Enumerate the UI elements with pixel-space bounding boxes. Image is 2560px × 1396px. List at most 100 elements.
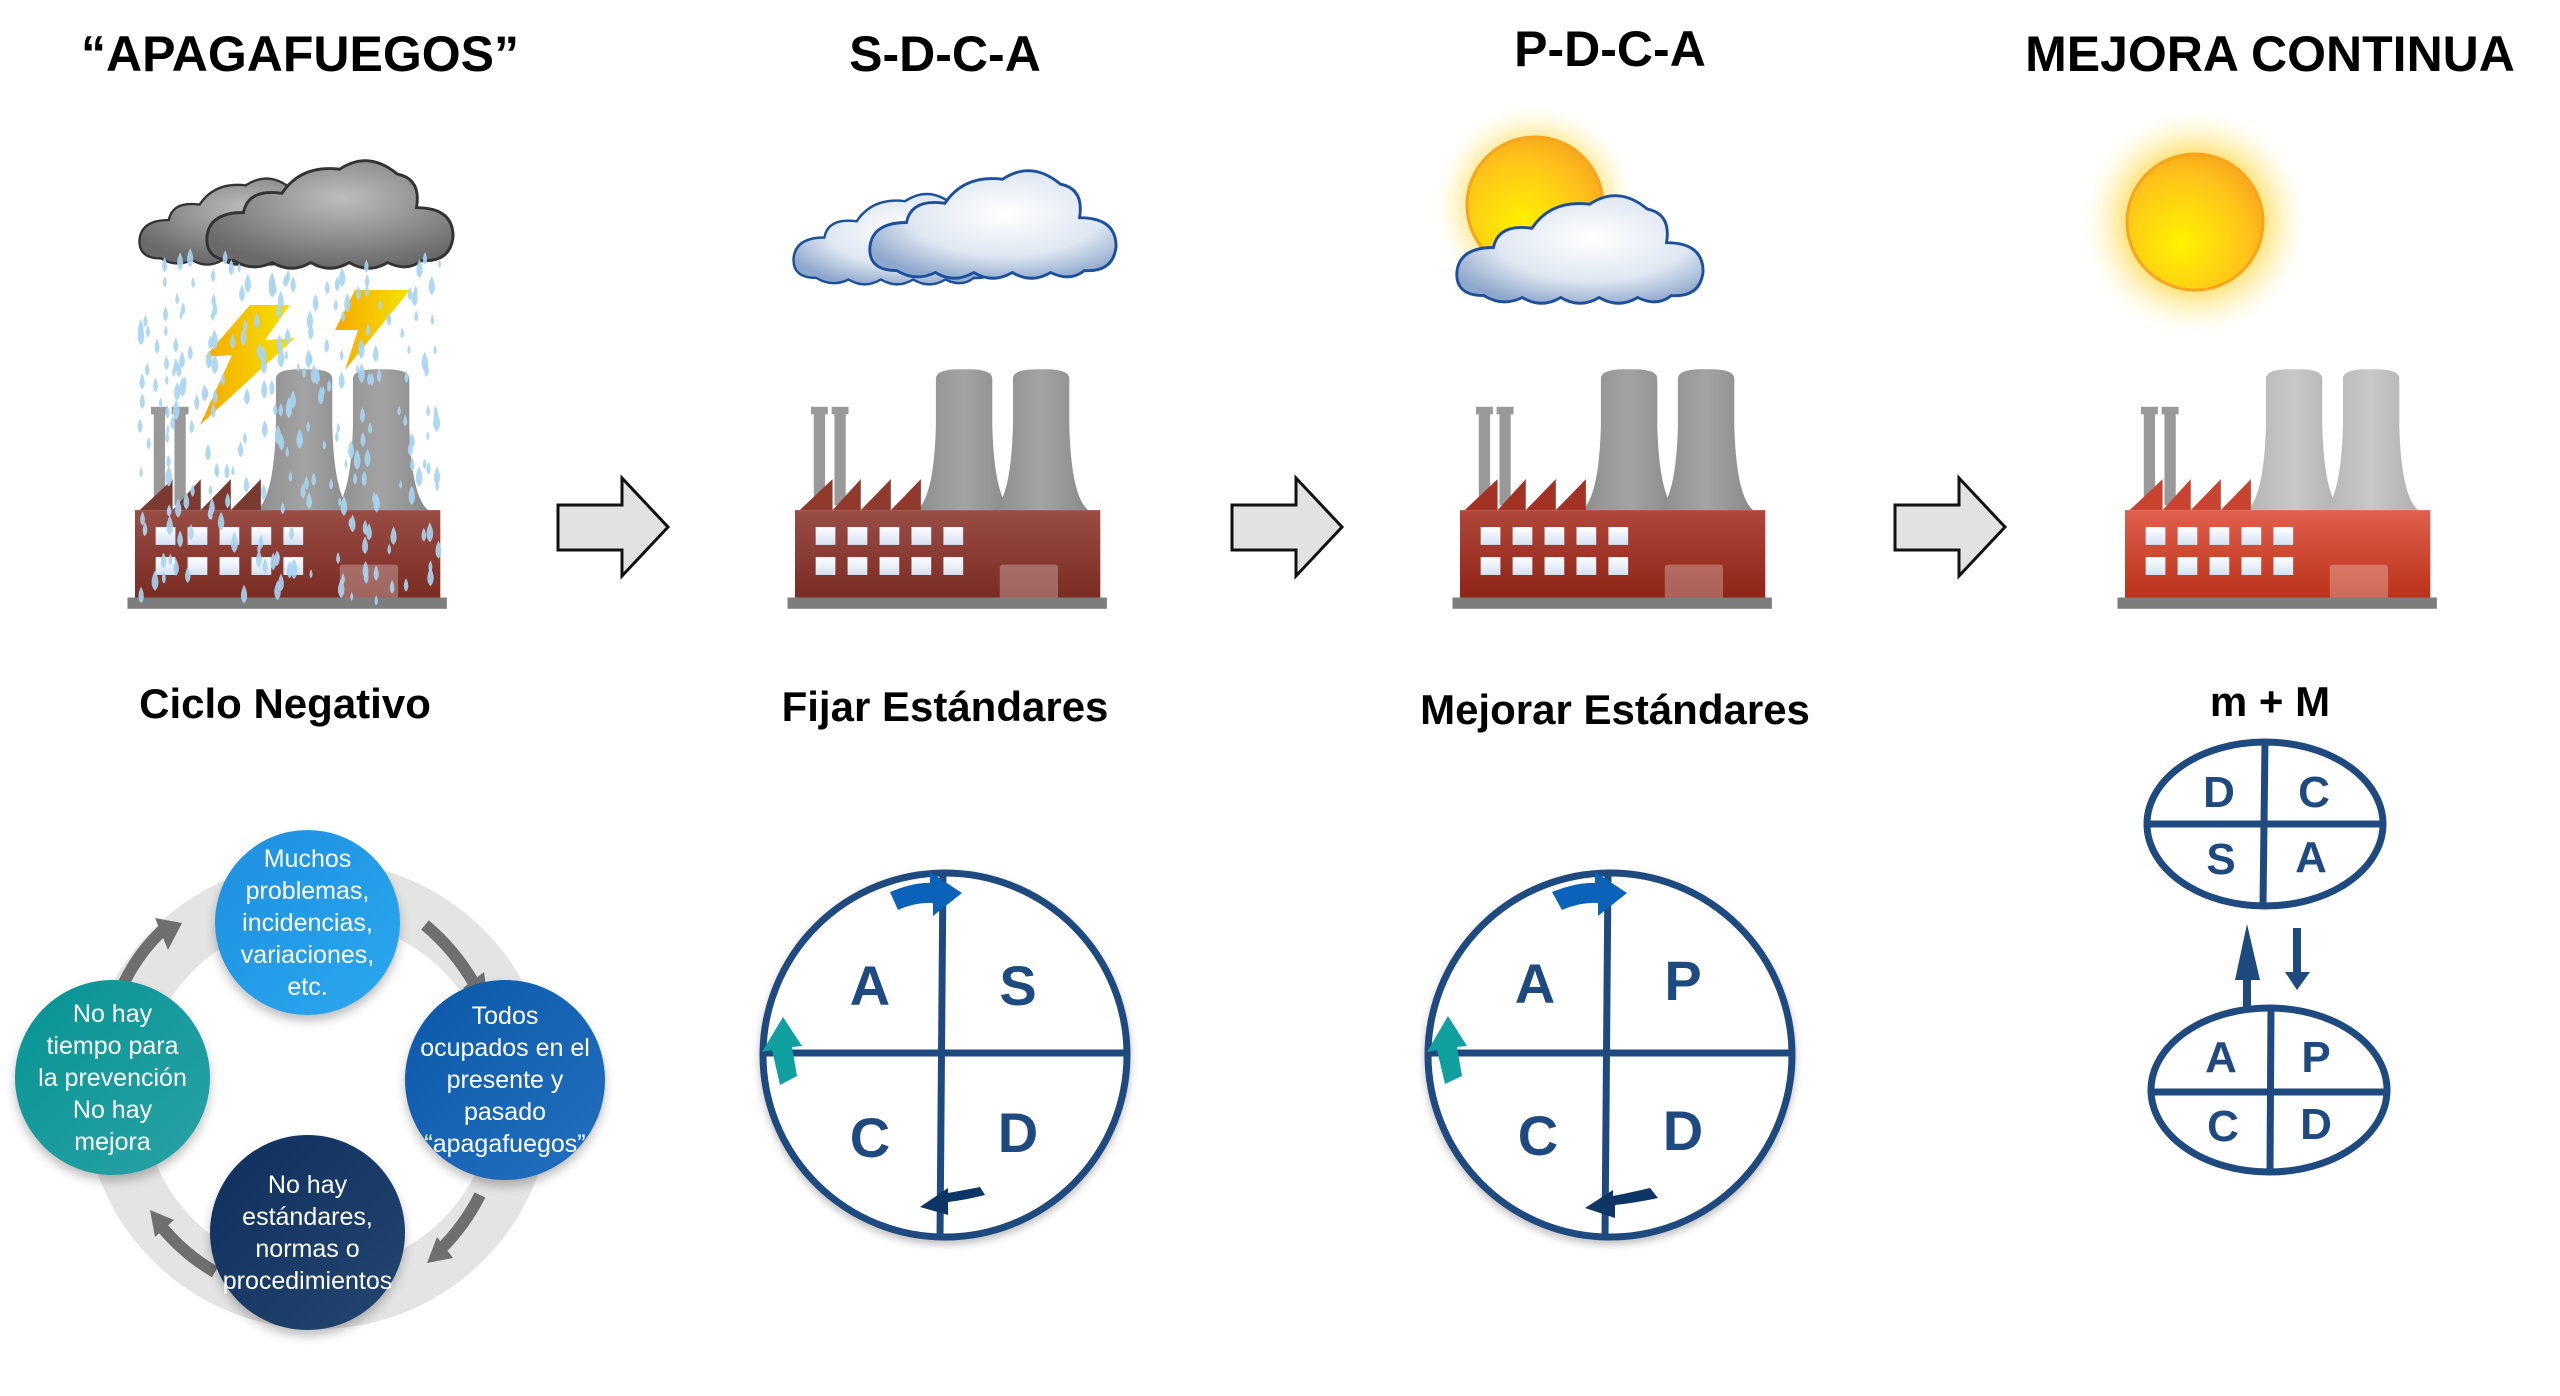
title-pdca: P-D-C-A xyxy=(1514,21,1706,77)
raindrop xyxy=(296,428,304,449)
lightning-icon xyxy=(200,290,410,425)
raindrop xyxy=(161,256,168,273)
raindrop xyxy=(306,491,313,510)
raindrop xyxy=(350,591,354,601)
cycle-arrows xyxy=(109,920,486,1278)
raindrop xyxy=(438,258,442,268)
raindrop xyxy=(400,327,404,339)
raindrop xyxy=(165,431,170,444)
raindrop xyxy=(237,263,241,273)
raindrop xyxy=(290,276,296,293)
factory-icon-sdca xyxy=(787,369,1107,609)
cycle-arrow-left-icon xyxy=(762,1017,802,1085)
raindrop xyxy=(408,485,416,505)
raindrop xyxy=(373,493,380,513)
raindrop xyxy=(284,328,291,345)
raindrop xyxy=(239,284,245,302)
raindrop xyxy=(180,302,186,316)
cycle-step-firefighting: Todos ocupados en el presente y pasado “… xyxy=(405,980,605,1180)
raindrop xyxy=(210,402,216,418)
raindrop xyxy=(189,419,195,434)
raindrop xyxy=(357,338,365,359)
raindrop xyxy=(190,484,195,497)
raindrop xyxy=(355,364,360,374)
raindrop xyxy=(290,558,298,580)
raindrop xyxy=(364,284,369,298)
raindrop xyxy=(329,478,333,490)
raindrop xyxy=(256,549,262,568)
raindrop xyxy=(414,310,419,322)
raindrop xyxy=(366,372,372,386)
raindrop xyxy=(407,345,411,355)
sdca-quadrant-top-left: A xyxy=(850,954,890,1017)
raindrop xyxy=(201,384,208,402)
raindrop xyxy=(225,492,231,509)
raindrop xyxy=(145,362,150,377)
raindrop xyxy=(362,560,369,579)
raindrop xyxy=(164,355,169,371)
subtitle-fijar-estandares: Fijar Estándares xyxy=(781,683,1109,730)
cycle-arrow-bottom-icon xyxy=(1585,1188,1658,1218)
subtitle-m-plus-m: m + M xyxy=(2209,678,2331,725)
raindrop xyxy=(407,441,413,457)
pdca-quadrant-bottom-right: D xyxy=(1663,1099,1703,1162)
cycle-step-problems: Muchos problemas, incidencias, variacion… xyxy=(215,830,400,1015)
raindrop xyxy=(386,312,392,326)
raindrop xyxy=(224,463,230,479)
raindrop xyxy=(276,551,280,563)
title-apagafuegos: “APAGAFUEGOS” xyxy=(81,26,519,82)
raindrop xyxy=(209,498,215,515)
raindrop xyxy=(278,433,285,451)
raindrop xyxy=(289,390,297,409)
raindrop xyxy=(173,337,179,353)
raindrop xyxy=(284,350,288,360)
raindrop xyxy=(300,483,306,499)
raindrop xyxy=(208,336,213,350)
sdca-cycle: A S C D xyxy=(759,869,1131,1241)
negative-cycle: Muchos problemas, incidencias, variacion… xyxy=(0,800,680,1396)
lower-pdca-cycle: A P C D xyxy=(2147,1004,2391,1176)
raindrop xyxy=(270,552,277,571)
sun-icon xyxy=(2083,110,2307,334)
raindrop xyxy=(138,586,144,604)
raindrop xyxy=(312,293,319,312)
raindrop xyxy=(344,293,351,313)
cycle-arrow-top-icon xyxy=(1552,872,1627,916)
transition-arrow-3 xyxy=(1893,474,2008,580)
sdca-quadrant-top-right: S xyxy=(999,954,1036,1017)
raindrop xyxy=(242,318,248,332)
raindrop xyxy=(139,393,145,409)
raindrop xyxy=(261,420,268,438)
raindrop xyxy=(421,351,429,372)
lower-quadrant-bottom-left: C xyxy=(2207,1102,2239,1151)
raindrop xyxy=(387,543,392,555)
raindrop xyxy=(140,511,145,526)
raindrop xyxy=(153,377,158,393)
raindrop xyxy=(403,577,409,592)
raindrop xyxy=(324,280,330,295)
raindrop xyxy=(353,449,361,470)
cycle-arrow-left-icon xyxy=(1427,1016,1467,1084)
arrow-down-icon xyxy=(2285,928,2310,990)
raindrop xyxy=(368,422,373,435)
transition-arrow-2 xyxy=(1230,474,1345,580)
raindrop xyxy=(172,399,180,421)
raindrop xyxy=(215,466,219,478)
raindrop xyxy=(378,299,382,310)
raindrop xyxy=(340,495,348,516)
raindrop xyxy=(174,382,181,401)
raindrop xyxy=(165,465,173,487)
raindrop xyxy=(285,446,289,457)
upper-quadrant-top-right: C xyxy=(2298,768,2330,817)
upper-quadrant-bottom-left: S xyxy=(2206,835,2235,884)
raindrop xyxy=(210,268,216,282)
raindrop xyxy=(170,415,176,430)
raindrop xyxy=(365,323,371,337)
raindrop xyxy=(310,364,318,384)
raindrop xyxy=(428,276,435,295)
raindrop xyxy=(243,432,247,444)
raindrop xyxy=(211,354,219,375)
raindrop xyxy=(139,373,145,390)
raindrop xyxy=(283,275,287,287)
raindrop xyxy=(231,465,235,476)
